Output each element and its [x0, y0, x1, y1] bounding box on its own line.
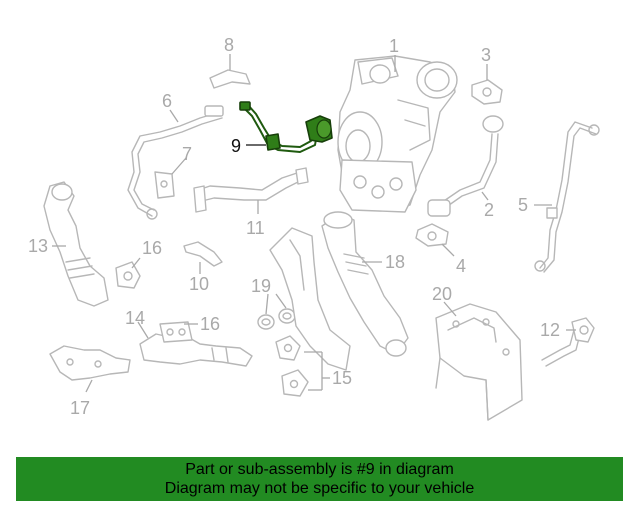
exhaust-manifold-part-17[interactable] — [49, 345, 131, 381]
callout-11: 11 — [246, 218, 265, 238]
callout-7: 7 — [182, 144, 192, 164]
banner-disclaimer-line: Diagram may not be specific to your vehi… — [164, 480, 475, 497]
callout-5: 5 — [518, 195, 528, 215]
parts-diagram: 1 2 3 4 5 6 7 — [28, 35, 600, 421]
gasket-part-16-upper[interactable] — [115, 261, 141, 289]
part-info-banner: Part or sub-assembly is #9 in diagram Di… — [16, 457, 623, 501]
coolant-line-part-6[interactable] — [127, 105, 224, 220]
callout-17: 17 — [70, 398, 90, 418]
callout-19: 19 — [251, 276, 271, 296]
gasket-part-3[interactable] — [471, 79, 503, 105]
gaskets-part-15[interactable] — [275, 335, 309, 397]
callout-16-lower: 16 — [200, 314, 220, 334]
coolant-hose-part-11[interactable] — [193, 167, 309, 213]
exhaust-pipe-part-13[interactable] — [43, 181, 109, 307]
callout-20: 20 — [432, 284, 452, 304]
banner-part-line: Part or sub-assembly is #9 in diagram — [185, 461, 454, 478]
callout-3: 3 — [481, 45, 491, 65]
callout-9: 9 — [231, 136, 241, 156]
pipe-part-12[interactable] — [541, 317, 595, 367]
exhaust-manifold-part-14[interactable] — [139, 321, 253, 367]
callout-12: 12 — [540, 320, 560, 340]
callout-18: 18 — [385, 252, 405, 272]
seals-part-19[interactable] — [257, 308, 296, 330]
callout-15: 15 — [332, 368, 352, 388]
callout-13: 13 — [28, 236, 48, 256]
oil-line-part-9[interactable] — [239, 101, 333, 153]
callout-8: 8 — [224, 35, 234, 55]
hose-part-10[interactable] — [183, 241, 223, 267]
callout-2: 2 — [484, 200, 494, 220]
callout-14: 14 — [125, 308, 145, 328]
turbocharger-part-1[interactable] — [337, 55, 458, 213]
hose-part-8[interactable] — [209, 69, 251, 89]
callout-16-upper: 16 — [142, 238, 162, 258]
gasket-part-4[interactable] — [415, 223, 449, 247]
callout-6: 6 — [162, 91, 172, 111]
intake-pipe-part-18[interactable] — [321, 211, 409, 357]
callout-4: 4 — [456, 256, 466, 276]
heat-shield-part-20[interactable] — [435, 303, 523, 421]
callout-1: 1 — [389, 36, 399, 56]
bracket-part-7[interactable] — [154, 171, 175, 199]
callout-10: 10 — [189, 274, 209, 294]
oil-return-line-part-5[interactable] — [534, 121, 600, 273]
charge-air-pipe[interactable] — [269, 227, 351, 371]
oil-feed-line-part-2[interactable] — [427, 115, 504, 217]
